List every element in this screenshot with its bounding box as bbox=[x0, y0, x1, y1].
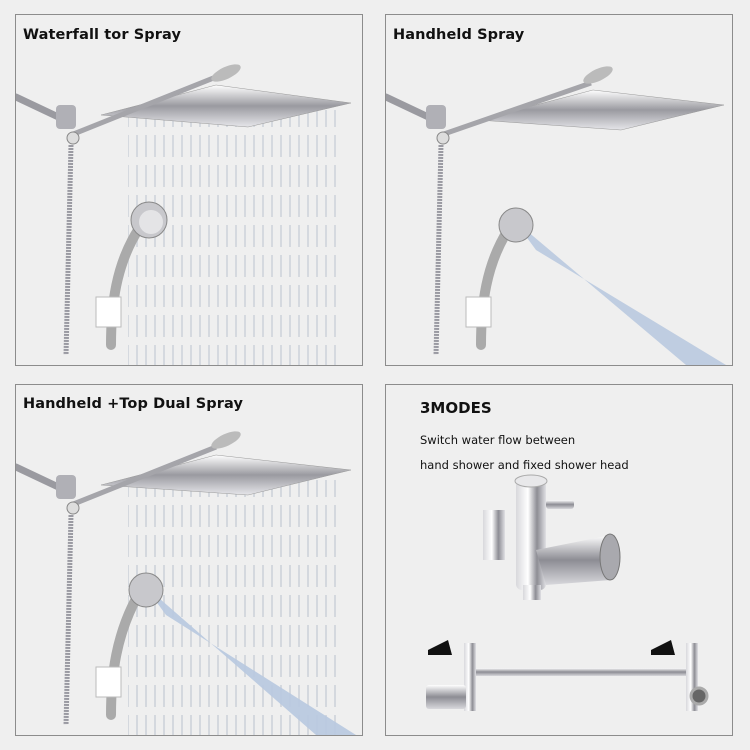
panel-handheld-spray: Handheld Spray bbox=[385, 14, 733, 366]
parts-illustration bbox=[426, 474, 709, 711]
panel-3modes: 3MODES Switch water flow between hand sh… bbox=[385, 384, 733, 736]
panel-title: Handheld +Top Dual Spray bbox=[23, 396, 244, 412]
modes-description-line-2: hand shower and fixed shower head bbox=[420, 458, 629, 472]
modes-description-line-1: Switch water flow between bbox=[420, 433, 576, 447]
handheld-shower-illustration bbox=[386, 66, 726, 365]
extension-arm-icon bbox=[426, 640, 709, 711]
panel-title: Waterfall tor Spray bbox=[23, 27, 182, 43]
diverter-valve-icon bbox=[483, 474, 621, 600]
panel-waterfall-spray: Waterfall tor Spray bbox=[15, 14, 363, 366]
dual-shower-illustration bbox=[16, 431, 356, 735]
rain-shower-illustration bbox=[16, 64, 352, 365]
panel-dual-spray: Handheld +Top Dual Spray bbox=[15, 384, 363, 736]
modes-title: 3MODES bbox=[420, 399, 492, 417]
panel-title: Handheld Spray bbox=[393, 27, 525, 43]
